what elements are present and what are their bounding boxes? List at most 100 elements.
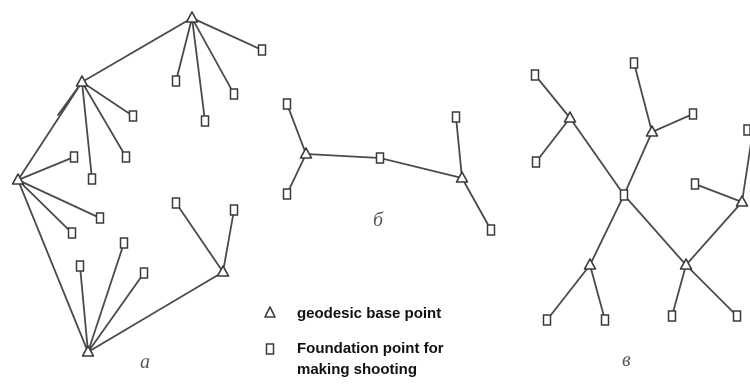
square-icon bbox=[530, 69, 540, 81]
edge bbox=[569, 117, 625, 196]
network-v-foundation-points bbox=[530, 57, 750, 326]
square-icon bbox=[265, 343, 275, 355]
edge bbox=[286, 153, 307, 195]
triangle-icon bbox=[735, 195, 749, 207]
network-a-edges bbox=[17, 17, 263, 353]
edge bbox=[546, 264, 591, 321]
square-icon bbox=[87, 173, 97, 185]
square-icon bbox=[119, 237, 129, 249]
edge bbox=[191, 17, 235, 95]
legend-foundation-point-label-line2: making shooting bbox=[297, 361, 417, 378]
square-icon bbox=[128, 110, 138, 122]
edge bbox=[741, 143, 750, 203]
edge bbox=[87, 242, 125, 353]
triangle-icon bbox=[563, 111, 577, 123]
edge bbox=[79, 265, 89, 353]
network-v: в bbox=[530, 57, 750, 371]
edge bbox=[81, 17, 193, 83]
triangle-icon bbox=[11, 173, 25, 185]
edge bbox=[17, 179, 73, 234]
network-b-foundation-points bbox=[282, 98, 496, 236]
legend: geodesic base point Foundation point for… bbox=[264, 305, 444, 378]
square-icon bbox=[171, 197, 181, 209]
edge bbox=[305, 153, 381, 159]
square-icon bbox=[732, 310, 742, 322]
network-b: б bbox=[282, 98, 496, 236]
network-a-foundation-points bbox=[67, 44, 267, 279]
square-icon bbox=[69, 151, 79, 163]
legend-foundation-point-label-line1: Foundation point for bbox=[297, 340, 444, 357]
edge bbox=[534, 74, 571, 119]
triangle-icon bbox=[264, 306, 276, 318]
edge bbox=[81, 81, 134, 117]
square-icon bbox=[282, 98, 292, 110]
triangle-icon bbox=[75, 75, 89, 87]
edge bbox=[81, 81, 127, 158]
square-icon bbox=[486, 224, 496, 236]
square-icon bbox=[257, 44, 267, 56]
edge bbox=[455, 116, 463, 179]
edge bbox=[191, 17, 263, 51]
edge bbox=[87, 271, 224, 353]
legend-base-point-label: geodesic base point bbox=[297, 305, 441, 322]
square-icon bbox=[619, 189, 629, 201]
square-icon bbox=[600, 314, 610, 326]
edge bbox=[685, 201, 743, 266]
edge bbox=[286, 103, 307, 155]
square-icon bbox=[95, 212, 105, 224]
edge bbox=[175, 202, 224, 273]
edge bbox=[461, 177, 492, 231]
square-icon bbox=[743, 124, 750, 136]
square-icon bbox=[75, 260, 85, 272]
edge bbox=[685, 264, 738, 317]
square-icon bbox=[139, 267, 149, 279]
square-icon bbox=[667, 310, 677, 322]
edge bbox=[633, 62, 653, 133]
edge bbox=[589, 264, 606, 321]
square-icon bbox=[688, 108, 698, 120]
figure-label-a: а bbox=[140, 351, 150, 373]
square-icon bbox=[690, 178, 700, 190]
edge bbox=[651, 113, 694, 133]
triangle-icon bbox=[583, 258, 597, 270]
square-icon bbox=[629, 57, 639, 69]
triangle-icon bbox=[216, 265, 230, 277]
network-b-base-points bbox=[299, 147, 469, 183]
edge bbox=[623, 194, 687, 266]
square-icon bbox=[229, 88, 239, 100]
triangle-icon bbox=[455, 171, 469, 183]
edge bbox=[694, 183, 743, 203]
square-icon bbox=[451, 111, 461, 123]
network-v-edges bbox=[534, 62, 750, 321]
triangle-icon bbox=[679, 258, 693, 270]
edge bbox=[191, 17, 206, 122]
figure-label-v: в bbox=[622, 349, 631, 371]
triangle-icon bbox=[81, 345, 95, 357]
square-icon bbox=[375, 152, 385, 164]
square-icon bbox=[121, 151, 131, 163]
square-icon bbox=[229, 204, 239, 216]
edge bbox=[17, 156, 75, 181]
square-icon bbox=[171, 75, 181, 87]
triangle-icon bbox=[185, 11, 199, 23]
triangle-icon bbox=[299, 147, 313, 159]
edge bbox=[222, 209, 235, 273]
network-a: а bbox=[11, 11, 267, 373]
network-a-base-points bbox=[11, 11, 230, 357]
square-icon bbox=[531, 156, 541, 168]
edge bbox=[57, 81, 83, 116]
square-icon bbox=[200, 115, 210, 127]
square-icon bbox=[542, 314, 552, 326]
edge bbox=[671, 264, 687, 317]
edge bbox=[17, 179, 89, 353]
square-icon bbox=[67, 227, 77, 239]
edge bbox=[17, 81, 83, 181]
triangle-icon bbox=[645, 125, 659, 137]
square-icon bbox=[282, 188, 292, 200]
network-b-edges bbox=[286, 103, 492, 231]
network-v-base-points bbox=[563, 111, 749, 270]
figure-label-b: б bbox=[373, 209, 384, 231]
edge bbox=[175, 17, 193, 82]
